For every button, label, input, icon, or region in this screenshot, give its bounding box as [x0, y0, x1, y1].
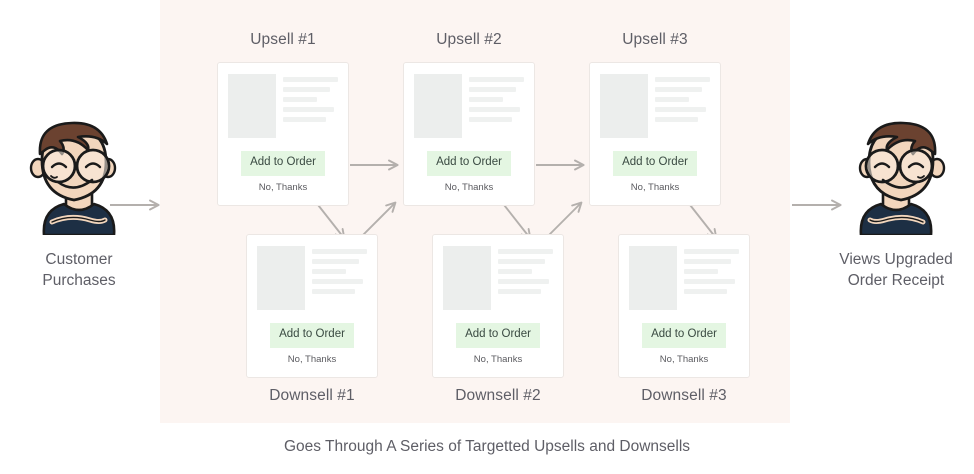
card-image-placeholder [443, 246, 491, 310]
card-preview [629, 246, 739, 310]
card-text-lines [684, 246, 739, 310]
card-preview [414, 74, 524, 138]
card-image-placeholder [629, 246, 677, 310]
downsell-2-card[interactable]: Add to Order No, Thanks [432, 234, 564, 378]
no-thanks-link[interactable]: No, Thanks [444, 181, 494, 193]
persona-left-caption: Customer Purchases [42, 251, 116, 289]
upsell-3-card[interactable]: Add to Order No, Thanks [589, 62, 721, 206]
add-to-order-button[interactable]: Add to Order [427, 151, 511, 176]
persona-views-upgraded-receipt: Views Upgraded Order Receipt [818, 110, 974, 291]
card-text-lines [283, 74, 338, 138]
add-to-order-button[interactable]: Add to Order [456, 323, 540, 348]
no-thanks-link[interactable]: No, Thanks [473, 353, 523, 365]
add-to-order-button[interactable]: Add to Order [642, 323, 726, 348]
add-to-order-button[interactable]: Add to Order [613, 151, 697, 176]
no-thanks-link[interactable]: No, Thanks [659, 353, 709, 365]
customer-avatar-icon [29, 121, 117, 237]
card-text-lines [312, 246, 367, 310]
card-preview [600, 74, 710, 138]
no-thanks-link[interactable]: No, Thanks [258, 181, 308, 193]
downsell-1-card[interactable]: Add to Order No, Thanks [246, 234, 378, 378]
add-to-order-button[interactable]: Add to Order [270, 323, 354, 348]
card-preview [228, 74, 338, 138]
no-thanks-link[interactable]: No, Thanks [287, 353, 337, 365]
downsell-3-card[interactable]: Add to Order No, Thanks [618, 234, 750, 378]
no-thanks-link[interactable]: No, Thanks [630, 181, 680, 193]
diagram-caption: Goes Through A Series of Targetted Upsel… [283, 438, 691, 455]
customer-avatar-mirrored-icon [858, 121, 946, 237]
upsell-1-card[interactable]: Add to Order No, Thanks [217, 62, 349, 206]
card-preview [443, 246, 553, 310]
add-to-order-button[interactable]: Add to Order [241, 151, 325, 176]
upsell-3-label: Upsell #3 [622, 31, 688, 48]
upsell-1-label: Upsell #1 [250, 31, 316, 48]
persona-customer-purchases: Customer Purchases [4, 110, 154, 291]
card-image-placeholder [600, 74, 648, 138]
persona-right-caption: Views Upgraded Order Receipt [839, 251, 953, 289]
card-image-placeholder [228, 74, 276, 138]
card-image-placeholder [414, 74, 462, 138]
upsell-2-label: Upsell #2 [436, 31, 502, 48]
card-preview [257, 246, 367, 310]
downsell-2-label: Downsell #2 [455, 387, 541, 404]
downsell-1-label: Downsell #1 [269, 387, 355, 404]
upsell-2-card[interactable]: Add to Order No, Thanks [403, 62, 535, 206]
card-text-lines [498, 246, 553, 310]
card-text-lines [469, 74, 524, 138]
downsell-3-label: Downsell #3 [641, 387, 727, 404]
card-image-placeholder [257, 246, 305, 310]
card-text-lines [655, 74, 710, 138]
